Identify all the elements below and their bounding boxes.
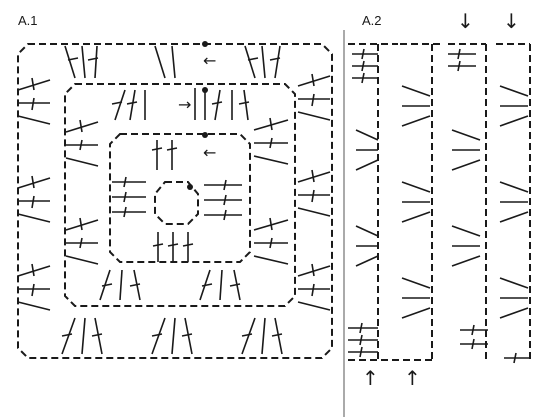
ring2-bottom-fans <box>99 269 241 301</box>
chart-label-a2: A.2 <box>362 13 382 28</box>
a1-stitches <box>17 45 331 355</box>
outer-left-fans <box>17 77 51 311</box>
ring2-top-fans <box>111 88 250 121</box>
a2-chain-columns <box>348 43 531 361</box>
ring2-left-fans <box>65 119 99 265</box>
chart-label-a1: A.1 <box>18 13 38 28</box>
center-bottom-trebles <box>152 232 194 262</box>
arrow-up-icon: ↑ <box>362 366 379 390</box>
outer-bottom-fans <box>61 317 283 355</box>
start-dot-outer <box>202 41 208 47</box>
ring1-chain-frame <box>109 133 251 263</box>
outer-top-fans <box>64 45 281 79</box>
start-dot-center <box>187 184 193 190</box>
start-dot-ring1 <box>202 132 208 138</box>
a1-chain-outlines <box>17 43 333 359</box>
a2-stitches <box>348 48 530 364</box>
outer-right-fans <box>297 73 331 311</box>
arrow-down-icon: ↓ <box>503 9 520 33</box>
ring2-chain-frame <box>64 83 296 307</box>
arrow-up-icon: ↑ <box>404 366 421 390</box>
center-top-trebles <box>151 140 178 170</box>
center-left-trebles <box>112 176 146 218</box>
center-right-trebles <box>204 179 242 221</box>
arrow-left-icon: ← <box>203 143 216 162</box>
start-dot-ring2 <box>202 87 208 93</box>
arrow-left-icon: ← <box>203 51 216 70</box>
ring2-right-fans <box>253 117 289 265</box>
arrow-down-icon: ↓ <box>457 9 474 33</box>
arrow-right-icon: → <box>178 95 191 114</box>
outer-chain-frame <box>17 43 333 359</box>
